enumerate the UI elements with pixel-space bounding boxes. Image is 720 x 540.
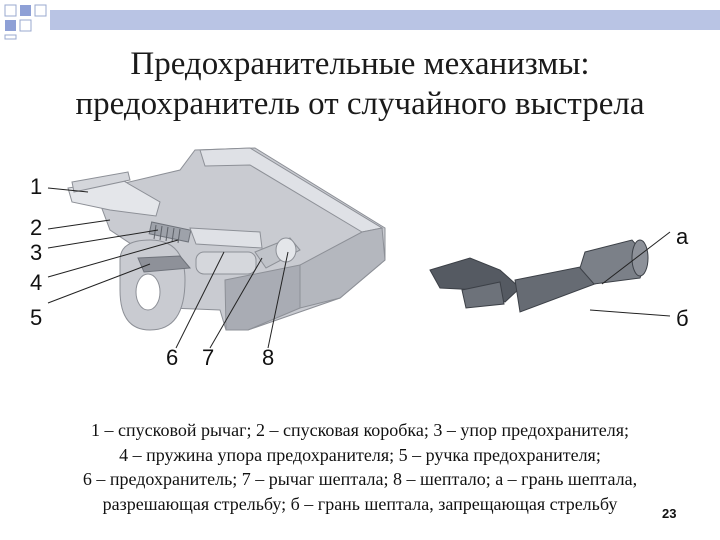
figure-labels: 1 2 3 4 5 6 7 8 а б [30, 174, 689, 370]
caption-line-2: 4 – пружина упора предохранителя; 5 – ру… [119, 444, 601, 465]
label-8: 8 [262, 345, 274, 370]
caption-line-4: разрешающая стрельбу; б – грань шептала,… [102, 493, 618, 514]
label-5: 5 [30, 305, 42, 330]
title-line-1: Предохранительные механизмы: [130, 46, 590, 82]
label-4: 4 [30, 270, 42, 295]
label-b: б [676, 306, 689, 331]
label-6: 6 [166, 345, 178, 370]
trigger-box-drawing [67, 147, 386, 331]
slide-title: Предохранительные механизмы: предохранит… [0, 44, 720, 124]
caption: 1 – спусковой рычаг; 2 – спусковая короб… [40, 418, 680, 516]
label-1: 1 [30, 174, 42, 199]
label-a: а [676, 224, 689, 249]
label-3: 3 [30, 240, 42, 265]
mechanism-illustration: 1 2 3 4 5 6 7 8 а б [30, 147, 689, 370]
page-number: 23 [662, 506, 677, 521]
caption-line-3: 6 – предохранитель; 7 – рычаг шептала; 8… [82, 469, 638, 489]
label-2: 2 [30, 215, 42, 240]
sear-part-drawing [429, 239, 649, 313]
label-7: 7 [202, 345, 214, 370]
caption-line-1: 1 – спусковой рычаг; 2 – спусковая короб… [91, 420, 629, 440]
decorative-squares [4, 4, 720, 40]
title-line-2: предохранитель от случайного выстрела [75, 86, 645, 122]
leader-lines [47, 187, 671, 349]
